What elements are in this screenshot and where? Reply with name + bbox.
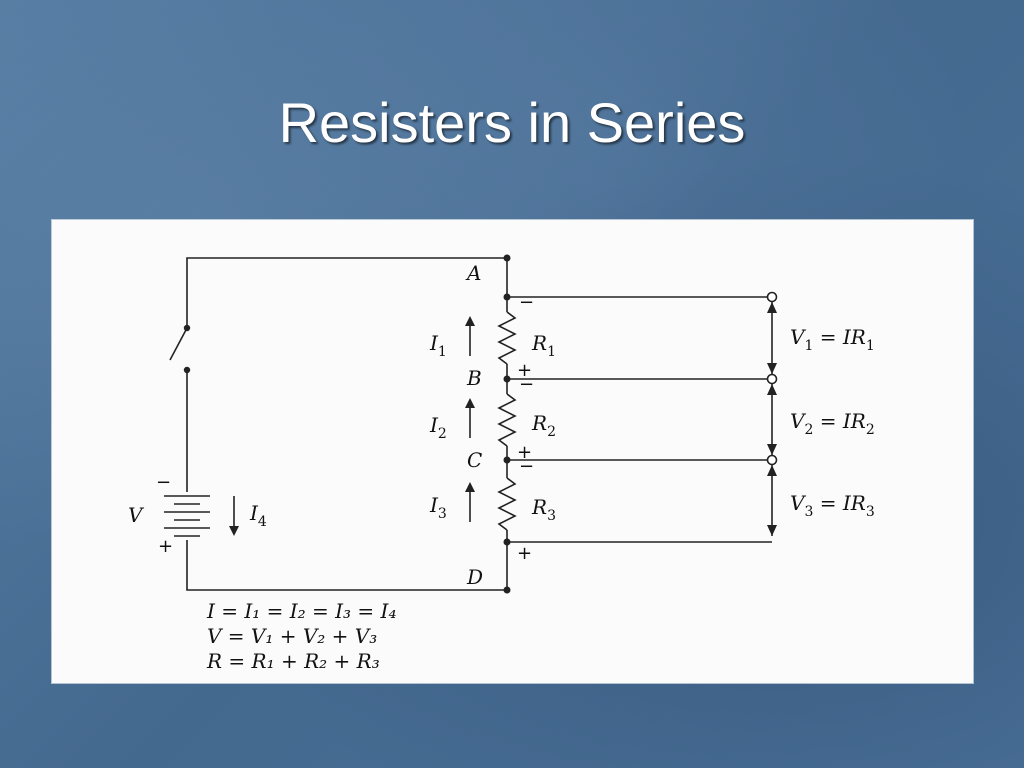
node-label-d: D xyxy=(466,565,483,589)
i3-arrowhead xyxy=(465,482,475,492)
v3-rsub: 3 xyxy=(866,504,875,520)
node-dot-d2 xyxy=(503,538,511,546)
terminal-a xyxy=(766,291,778,303)
current-label-i3: I3 xyxy=(429,493,447,522)
v2-rsub: 2 xyxy=(866,422,875,438)
polarity-plus-r3: + xyxy=(517,543,532,564)
circuit-figure: A B C D − + − + − + R1 R2 R3 I1 I2 I3 − … xyxy=(52,220,973,683)
i2-arrowhead xyxy=(465,398,475,408)
current-label-i2: I2 xyxy=(429,413,447,442)
wire-left-lower xyxy=(186,540,507,591)
voltage-label-v1: V1 = IR1 xyxy=(790,325,875,354)
battery-minus: − xyxy=(156,472,171,493)
node-label-c: C xyxy=(467,448,482,472)
resistor-label-r2: R2 xyxy=(531,411,556,440)
node-dot-a xyxy=(503,254,511,262)
voltage-label-v3: V3 = IR3 xyxy=(790,491,875,520)
resistor-r2 xyxy=(497,393,517,447)
r2-sub: 2 xyxy=(547,424,556,440)
equation-resistance: R = R₁ + R₂ + R₃ xyxy=(206,649,380,673)
v1-arrowhead-bottom xyxy=(767,363,777,374)
node-dot-d xyxy=(503,586,511,594)
v2-rhs: = IR xyxy=(813,409,865,433)
polarity-minus-r1: − xyxy=(519,292,534,313)
battery-voltage-label: V xyxy=(128,503,145,527)
resistor-r1 xyxy=(497,311,517,365)
slide-title: Resisters in Series xyxy=(278,91,746,154)
current-label-i4: I4 xyxy=(249,501,267,530)
equation-current: I = I₁ = I₂ = I₃ = I₄ xyxy=(206,599,396,623)
polarity-plus-r2: + xyxy=(517,442,532,463)
polarity-minus-r3: − xyxy=(519,456,534,477)
v3-arrowhead-top xyxy=(767,465,777,476)
i4-arrowhead xyxy=(229,526,239,536)
v3-arrowhead-bottom xyxy=(767,525,777,536)
i4-sub: 4 xyxy=(258,514,267,530)
terminal-b xyxy=(766,373,778,385)
resistor-label-r3: R3 xyxy=(531,495,556,524)
circuit-diagram: A B C D − + − + − + R1 R2 R3 I1 I2 I3 − … xyxy=(128,254,875,673)
switch-pivot xyxy=(183,324,191,332)
i3-sub: 3 xyxy=(438,506,447,522)
v1-v: V xyxy=(790,325,807,349)
switch-blade xyxy=(169,327,188,361)
v1-rhs: = IR xyxy=(813,325,865,349)
v1-arrowhead-top xyxy=(767,302,777,313)
resistor-r3 xyxy=(497,477,517,531)
i2-base: I xyxy=(429,413,439,437)
wire-top xyxy=(186,257,507,328)
v3-sub: 3 xyxy=(804,504,813,520)
v2-sub: 2 xyxy=(804,422,813,438)
r3-sub: 3 xyxy=(547,508,556,524)
r1-base: R xyxy=(531,331,547,355)
polarity-plus-r1: + xyxy=(517,360,532,381)
v3-rhs: = IR xyxy=(813,491,865,515)
i3-base: I xyxy=(429,493,439,517)
v1-sub: 1 xyxy=(804,338,813,354)
r1-sub: 1 xyxy=(547,344,556,360)
polarity-minus-r2: − xyxy=(519,374,534,395)
battery-plus: + xyxy=(158,536,173,557)
node-dot-b xyxy=(503,375,511,383)
r3-base: R xyxy=(531,495,547,519)
node-label-a: A xyxy=(465,261,481,285)
v3-v: V xyxy=(790,491,807,515)
terminal-c xyxy=(766,454,778,466)
switch-contact xyxy=(183,366,191,374)
node-dot-a2 xyxy=(503,293,511,301)
i1-sub: 1 xyxy=(438,344,447,360)
node-label-b: B xyxy=(466,366,482,390)
i4-base: I xyxy=(249,501,259,525)
i2-sub: 2 xyxy=(438,426,447,442)
equation-voltage: V = V₁ + V₂ + V₃ xyxy=(207,624,377,648)
v1-rsub: 1 xyxy=(866,338,875,354)
i1-base: I xyxy=(429,331,439,355)
voltage-label-v2: V2 = IR2 xyxy=(790,409,875,438)
resistor-label-r1: R1 xyxy=(531,331,556,360)
v2-v: V xyxy=(790,409,807,433)
node-dot-c xyxy=(503,456,511,464)
current-label-i1: I1 xyxy=(429,331,447,360)
v2-arrowhead-top xyxy=(767,384,777,395)
i1-arrowhead xyxy=(465,316,475,326)
r2-base: R xyxy=(531,411,547,435)
v2-arrowhead-bottom xyxy=(767,444,777,455)
